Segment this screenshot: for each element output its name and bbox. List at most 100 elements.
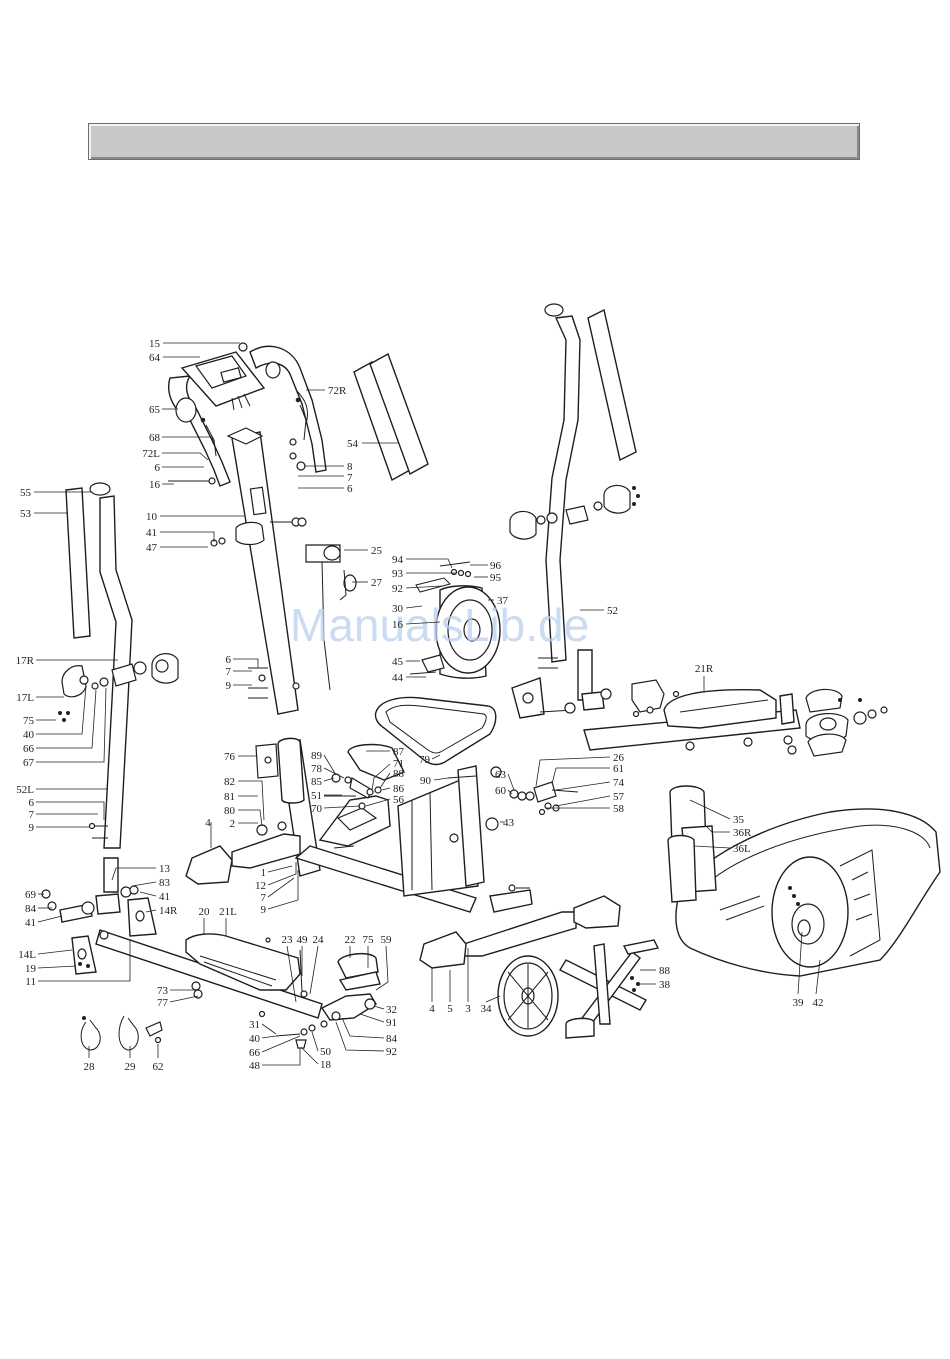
- callout-label-c85: 85: [311, 776, 323, 788]
- callout-label-c18: 18: [320, 1059, 332, 1071]
- callout-label-c56: 56: [393, 794, 405, 806]
- callout-label-c92a: 92: [392, 583, 403, 595]
- callout-label-c82: 82: [224, 776, 235, 788]
- callout-label-c49: 49: [297, 934, 309, 946]
- part-drive-belt: [374, 696, 497, 766]
- part-crank-spider: [559, 939, 660, 1039]
- callout-label-c94: 94: [392, 554, 404, 566]
- part-right-arm: [509, 303, 640, 701]
- callout-label-c14R: 14R: [159, 905, 178, 917]
- part-console: [180, 342, 266, 411]
- callout-label-c9b: 9: [29, 822, 35, 834]
- callout-label-c84b: 84: [386, 1033, 398, 1045]
- callout-label-c23: 23: [282, 934, 294, 946]
- part-pulley: [497, 955, 559, 1037]
- callout-label-c40a: 40: [23, 729, 35, 741]
- callout-label-c54: 54: [347, 438, 359, 450]
- callout-label-c7b: 7: [226, 666, 232, 678]
- callout-label-c35: 35: [733, 814, 745, 826]
- callout-label-c9c: 9: [261, 904, 267, 916]
- callout-label-c47: 47: [146, 542, 158, 554]
- callout-label-c69: 69: [25, 889, 37, 901]
- callout-label-c57: 57: [613, 791, 625, 803]
- callout-label-c81: 81: [224, 791, 235, 803]
- part-handlebar: [168, 345, 327, 487]
- callout-label-c27: 27: [371, 577, 383, 589]
- callout-label-c7d: 7: [261, 892, 267, 904]
- callout-label-c5: 5: [447, 1003, 453, 1015]
- callout-label-c8a: 8: [347, 461, 353, 473]
- callout-label-c1: 1: [261, 867, 267, 879]
- callout-label-c58: 58: [613, 803, 625, 815]
- part-front-mast: [168, 427, 307, 715]
- callout-label-c52L: 52L: [16, 784, 34, 796]
- callout-label-c40b: 40: [249, 1033, 261, 1045]
- callout-label-c78: 78: [311, 763, 323, 775]
- callout-label-c96: 96: [490, 560, 502, 572]
- callout-label-c52: 52: [607, 605, 618, 617]
- callout-label-c65: 65: [149, 404, 161, 416]
- callout-label-c83: 83: [159, 877, 171, 889]
- callout-label-c44: 44: [392, 672, 404, 684]
- part-side-cover: [667, 785, 941, 977]
- callout-label-c66a: 66: [23, 743, 35, 755]
- callout-label-c22: 22: [345, 934, 356, 946]
- callout-label-c6d: 6: [29, 797, 35, 809]
- callout-label-c41c: 41: [25, 917, 36, 929]
- callout-label-c72R: 72R: [328, 385, 347, 397]
- callout-label-c88b: 88: [659, 965, 671, 977]
- callout-label-c38: 38: [659, 979, 671, 991]
- callout-label-c59: 59: [381, 934, 393, 946]
- callout-label-c13: 13: [159, 863, 171, 875]
- callout-label-c70: 70: [311, 803, 323, 815]
- callout-label-c92b: 92: [386, 1046, 397, 1058]
- callout-label-c43: 43: [503, 817, 515, 829]
- callout-label-c7a: 7: [347, 472, 353, 484]
- part-foam-grips-54: [353, 308, 637, 482]
- callout-label-c53: 53: [20, 508, 32, 520]
- callout-label-c15: 15: [149, 338, 161, 350]
- callout-label-c20: 20: [199, 906, 211, 918]
- callout-label-c17R: 17R: [16, 655, 35, 667]
- part-seat-tube: [255, 737, 305, 836]
- callout-label-c73: 73: [157, 985, 169, 997]
- callout-label-c16b: 16: [392, 619, 404, 631]
- callout-label-c10: 10: [146, 511, 158, 523]
- part-pulse-grips-72: [200, 397, 307, 457]
- callout-label-c51: 51: [311, 790, 322, 802]
- callout-label-c19: 19: [25, 963, 37, 975]
- callout-label-c95: 95: [490, 572, 502, 584]
- callout-label-c90: 90: [420, 775, 432, 787]
- part-pedal-connector: [191, 952, 381, 1049]
- callout-label-c30: 30: [392, 603, 404, 615]
- callout-label-c89: 89: [311, 750, 323, 762]
- callout-label-c36L: 36L: [733, 843, 751, 855]
- callout-label-c32: 32: [386, 1004, 397, 1016]
- callout-label-c41b: 41: [159, 891, 170, 903]
- callout-label-c6c: 6: [226, 654, 232, 666]
- callout-label-c48: 48: [249, 1060, 261, 1072]
- section-title-bar: [88, 123, 860, 160]
- callout-label-c3: 3: [465, 1003, 471, 1015]
- callout-label-c28: 28: [84, 1061, 96, 1073]
- callout-label-c61: 61: [613, 763, 624, 775]
- callout-label-c31: 31: [249, 1019, 260, 1031]
- callout-label-c25: 25: [371, 545, 383, 557]
- part-tension-knob: [305, 544, 357, 691]
- callout-label-c14L: 14L: [18, 949, 36, 961]
- callout-label-c75a: 75: [23, 715, 35, 727]
- callout-label-c9a: 9: [226, 680, 232, 692]
- callout-label-c17L: 17L: [16, 692, 34, 704]
- callout-label-c62: 62: [153, 1061, 164, 1073]
- callout-label-c6a: 6: [155, 462, 161, 474]
- callout-label-c79: 79: [419, 754, 431, 766]
- callout-label-c24: 24: [313, 934, 325, 946]
- callout-label-c7c: 7: [29, 809, 35, 821]
- callout-label-c84a: 84: [25, 903, 37, 915]
- callout-label-c39: 39: [793, 997, 805, 1009]
- parts-artwork: [41, 303, 941, 1051]
- callout-label-c2: 2: [230, 818, 236, 830]
